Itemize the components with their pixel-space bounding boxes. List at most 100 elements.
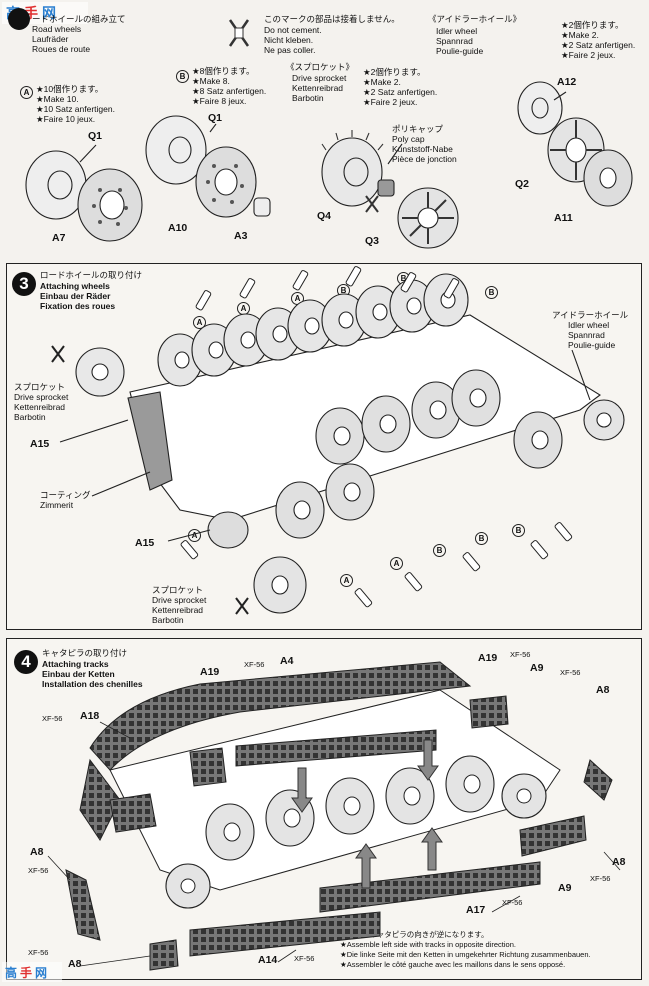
coating-label: Zimmerit xyxy=(40,500,74,510)
group-b-line: ★8個作ります。 xyxy=(192,66,255,76)
polycap-label: ポリキャップ xyxy=(392,124,444,134)
sprocket-label: Barbotin xyxy=(14,412,46,422)
step-3-title-de: Einbau der Räder xyxy=(40,291,111,301)
group-a-marker: A xyxy=(20,82,33,100)
top-title-de: Laufräder xyxy=(32,34,69,44)
sprocket-make: ★Faire 2 jeux. xyxy=(363,97,418,107)
part-label: A15 xyxy=(135,537,155,549)
sprocket-make: ★Make 2. xyxy=(363,77,401,87)
part-label: A15 xyxy=(30,438,50,450)
sprocket-label: Drive sprocket xyxy=(14,392,69,402)
assembly-note: ★Assemble left side with tracks in oppos… xyxy=(340,940,516,949)
group-b-line: ★8 Satz anfertigen. xyxy=(192,86,267,96)
part-label: A14 xyxy=(258,954,278,966)
step-number: 4 xyxy=(14,650,38,674)
cement-marker-a: A xyxy=(340,570,353,588)
part-label: A8 xyxy=(68,958,82,970)
part-label: A7 xyxy=(52,232,66,244)
cement-note-en: Do not cement. xyxy=(264,25,322,35)
part-label: Q3 xyxy=(365,235,380,247)
paint-label: XF-56 xyxy=(560,668,581,677)
paint-label: XF-56 xyxy=(294,954,315,963)
part-label: Q1 xyxy=(208,112,223,124)
idler-label: Idler wheel xyxy=(568,320,610,330)
idler-label: アイドラーホイール xyxy=(552,310,629,320)
part-label: A19 xyxy=(478,652,498,664)
top-title-ja: ードホイールの組み立て xyxy=(32,14,126,24)
group-a-line: ★Make 10. xyxy=(36,94,79,104)
step-number: 3 xyxy=(12,272,36,296)
paint-label: XF-56 xyxy=(42,714,63,723)
step-4-title-en: Attaching tracks xyxy=(42,659,109,669)
polycap-label: Pièce de jonction xyxy=(392,154,457,164)
group-b-line: ★Faire 8 jeux. xyxy=(192,96,247,106)
assembly-note: ★Die linke Seite mit den Ketten in umgek… xyxy=(340,950,591,959)
no-cement-icon xyxy=(228,19,250,47)
cement-note-ja: このマークの部品は接着しません。 xyxy=(264,14,400,24)
part-label: A3 xyxy=(234,230,248,242)
polycap-label: Kunststoff-Nabe xyxy=(392,144,453,154)
sprocket-label: Barbotin xyxy=(152,615,184,625)
group-b-marker: B xyxy=(176,66,189,84)
step-3-title-en: Attaching wheels xyxy=(40,281,110,291)
svg-text:网: 网 xyxy=(42,5,56,21)
sprocket-line: Drive sprocket xyxy=(292,73,347,83)
cement-note-fr: Ne pas coller. xyxy=(264,45,316,55)
paint-label: XF-56 xyxy=(502,898,523,907)
part-label: A4 xyxy=(280,655,294,667)
assembly-note: ★左側はキャタピラの向きが逆になります。 xyxy=(340,930,489,939)
top-title-fr: Roues de route xyxy=(32,44,91,54)
group-a-line: ★10個作ります。 xyxy=(36,84,104,94)
paint-label: XF-56 xyxy=(510,650,531,659)
sprocket-label: Kettenreibrad xyxy=(14,402,66,412)
step-3-title-fr: Fixation des roues xyxy=(40,301,116,311)
part-label: A8 xyxy=(596,684,610,696)
part-label: A18 xyxy=(80,710,100,722)
step-4-title-fr: Installation des chenilles xyxy=(42,679,143,689)
idler-label: Spannrad xyxy=(568,330,605,340)
idler-label: Poulie-guide xyxy=(568,340,616,350)
assembly-note: ★Assembler le côté gauche avec les maill… xyxy=(340,960,566,969)
part-label: A11 xyxy=(554,212,573,224)
part-label: A10 xyxy=(168,222,188,234)
step-4-title-ja: キャタピラの取り付け xyxy=(42,648,128,658)
sprocket-label: スプロケット xyxy=(152,585,204,595)
part-label: A9 xyxy=(530,662,544,674)
group-b-line: ★Make 8. xyxy=(192,76,230,86)
part-label: A17 xyxy=(466,904,486,916)
sprocket-line: Kettenreibrad xyxy=(292,83,344,93)
svg-text:手: 手 xyxy=(20,965,32,980)
paint-label: XF-56 xyxy=(590,874,611,883)
svg-text:网: 网 xyxy=(35,966,47,980)
step-4-title-de: Einbau der Ketten xyxy=(42,669,115,679)
group-a-line: ★10 Satz anfertigen. xyxy=(36,104,115,114)
paint-label: XF-56 xyxy=(28,948,49,957)
sprocket-title: 《スプロケット》 xyxy=(286,62,355,72)
idler-title: 《アイドラーホイール》 xyxy=(428,14,522,24)
cement-marker-b: B xyxy=(475,528,488,546)
idler-make: ★2個作ります。 xyxy=(561,20,624,30)
part-label: A19 xyxy=(200,666,220,678)
part-label: Q2 xyxy=(515,178,530,190)
watermark-logo: 高 手 网 xyxy=(2,962,62,982)
cement-marker-b: B xyxy=(433,540,446,558)
svg-text:高: 高 xyxy=(5,965,17,980)
part-label: Q4 xyxy=(317,210,332,222)
idler-line: Poulie-guide xyxy=(436,46,484,56)
sprocket-label: Drive sprocket xyxy=(152,595,207,605)
coating-label: コーティング xyxy=(40,490,91,500)
idler-line: Spannrad xyxy=(436,36,473,46)
part-label: Q1 xyxy=(88,130,103,142)
cement-marker-a: A xyxy=(390,553,403,571)
idler-make: ★Make 2. xyxy=(561,30,599,40)
paint-label: XF-56 xyxy=(244,660,265,669)
part-label: A12 xyxy=(557,76,577,88)
step-2-badge xyxy=(8,8,30,30)
sprocket-label: スプロケット xyxy=(14,382,66,392)
sprocket-make: ★2 Satz anfertigen. xyxy=(363,87,438,97)
polycap-label: Poly cap xyxy=(392,134,425,144)
top-title-en: Road wheels xyxy=(32,24,82,34)
cement-marker-a: A xyxy=(193,312,206,330)
